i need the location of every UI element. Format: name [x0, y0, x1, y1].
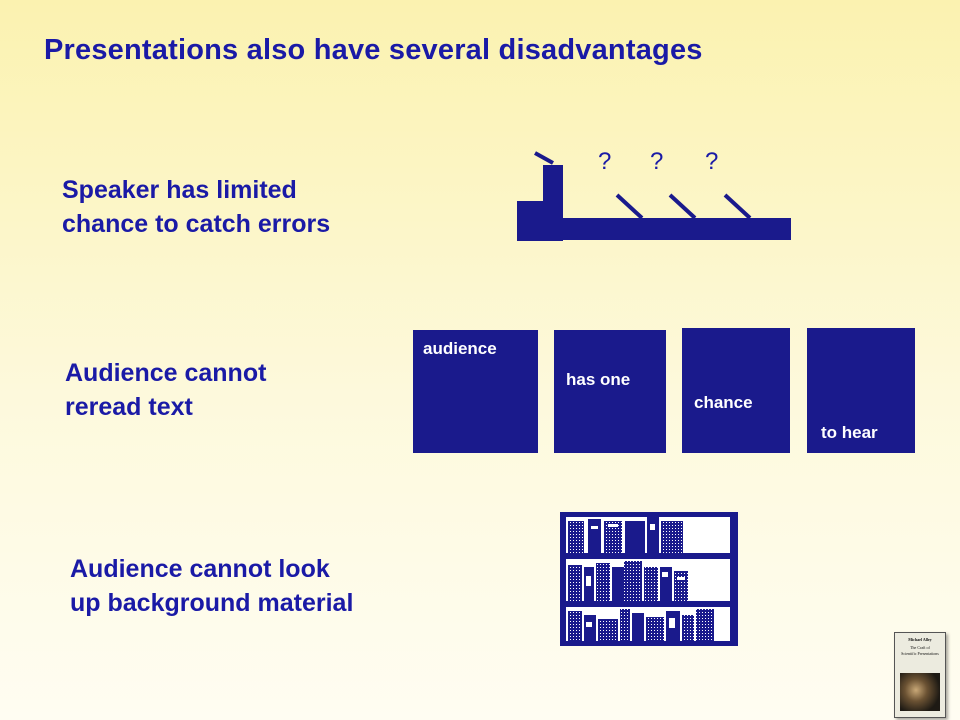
word-box-chance: chance	[682, 328, 790, 453]
book-cover-title: The Craft of	[910, 645, 930, 650]
book-cover-author: Michael Alley	[908, 637, 932, 642]
point-reread-text: Audience cannot reread text	[65, 356, 266, 424]
point-line: Audience cannot	[65, 359, 267, 387]
audience-member-line	[723, 193, 752, 220]
book	[604, 521, 622, 553]
book	[568, 565, 582, 601]
word-box-label: audience	[423, 339, 497, 358]
book	[682, 615, 694, 641]
stage-floor	[517, 218, 791, 240]
book	[674, 571, 688, 601]
question-mark: ?	[650, 148, 664, 175]
book	[646, 617, 664, 641]
podium-post	[543, 165, 563, 205]
book-cover-image	[900, 673, 940, 711]
speaker-head-line	[534, 151, 554, 165]
book	[568, 611, 582, 641]
question-mark: ?	[598, 148, 612, 175]
book	[625, 521, 645, 553]
book-cover-title: Scientific Presentations	[901, 651, 939, 656]
word-box-audience: audience	[413, 330, 538, 453]
speaker-audience-graphic	[517, 151, 791, 241]
word-box-label: chance	[694, 393, 753, 412]
word-box-has-one: has one	[554, 330, 666, 453]
book	[620, 609, 630, 641]
word-box-label: has one	[566, 370, 631, 389]
book-cover-thumbnail: Michael Alley The Craft of Scientific Pr…	[894, 632, 946, 718]
book	[596, 563, 610, 601]
point-line: up background material	[70, 589, 354, 617]
book	[644, 567, 658, 601]
book	[632, 613, 644, 641]
book	[568, 521, 584, 553]
book	[647, 517, 659, 553]
audience-member-line	[668, 193, 697, 220]
point-line: Audience cannot look	[70, 555, 330, 583]
word-box-label: to hear	[821, 423, 878, 442]
book	[584, 615, 596, 641]
question-mark: ?	[705, 148, 719, 175]
book	[588, 519, 601, 553]
book	[598, 619, 618, 641]
book	[661, 521, 683, 553]
audience-member-line	[615, 193, 644, 220]
point-background-material: Audience cannot look up background mater…	[70, 552, 353, 620]
bookshelf-illustration	[560, 512, 738, 646]
point-line: reread text	[65, 393, 193, 421]
book	[612, 567, 624, 601]
word-box-to-hear: to hear	[807, 328, 915, 453]
book	[624, 561, 642, 601]
point-line: chance to catch errors	[62, 210, 331, 238]
slide-title: Presentations also have several disadvan…	[44, 34, 703, 66]
book	[696, 609, 714, 641]
point-line: Speaker has limited	[62, 176, 297, 204]
point-catch-errors: Speaker has limited chance to catch erro…	[62, 173, 330, 241]
